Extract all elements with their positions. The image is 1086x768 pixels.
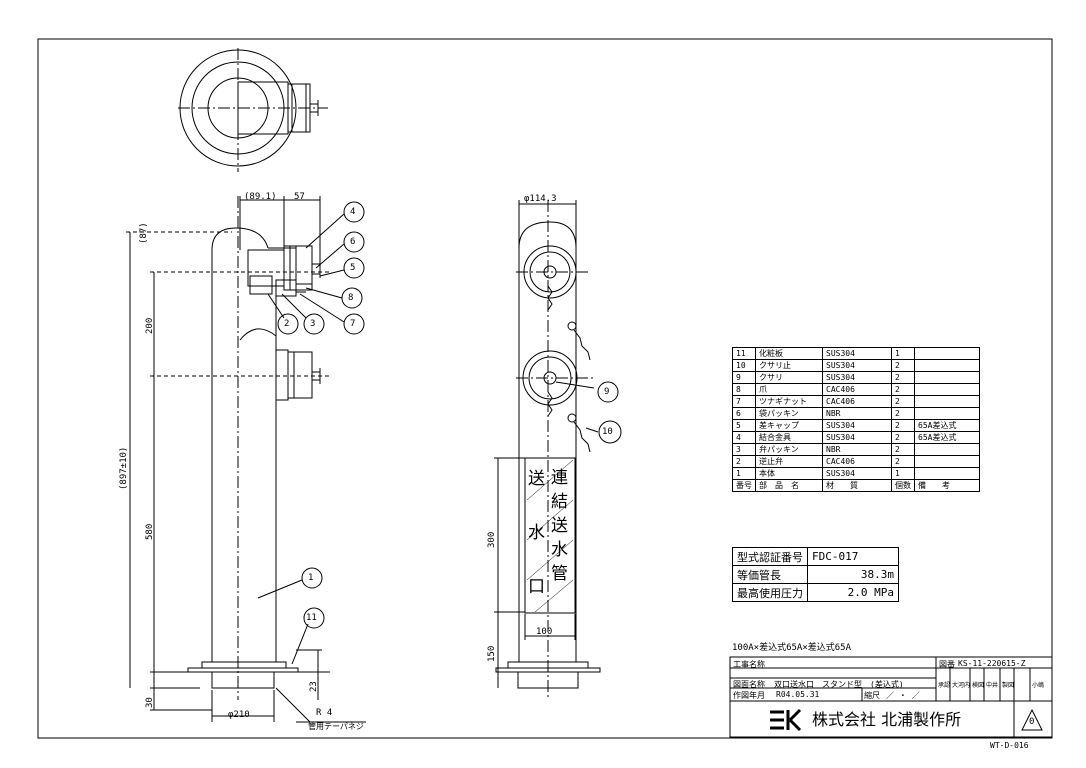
size-note: 100A×差込式65A×差込式65A [732,643,852,653]
plate-text-right: 連結 送水 管 [551,468,568,584]
dim-300: 300 [487,531,497,548]
dwg-no: KS-11-220615-Z [958,659,1026,668]
dwg-no-label: 図番 [939,660,955,669]
drawing-border [37,38,1053,739]
balloon-4: 4 [350,207,356,217]
sign-approval: 承認 [938,682,951,689]
side-view [126,196,366,723]
sign-name-2: 中井 [986,682,999,689]
plate-text-left: 送 水 口 [528,469,545,597]
company-name: 株式会社 北浦製作所 [812,710,962,729]
dim-100: 100 [536,627,553,637]
dim-87: (87) [139,222,149,244]
dim-R4: R 4 [316,708,333,718]
dim-57: 57 [294,192,305,202]
balloon-8: 8 [348,293,354,303]
balloon-11: 11 [306,613,317,623]
balloon-6: 6 [350,237,356,247]
dim-phi114: φ114.3 [524,194,557,204]
front-view [494,200,601,700]
balloon-2: 2 [284,319,290,329]
balloon-5: 5 [350,263,356,273]
top-view [178,48,328,172]
sign-name-1: 大河内 [952,682,971,689]
drawing-name: 双口送水口 スタンド型 (差込式) [774,680,904,689]
dim-200: 200 [145,317,155,334]
date-value: R04.05.31 [776,690,820,699]
balloon-7: 7 [350,319,356,329]
dim-580: 580 [145,523,155,540]
dim-89-1: (89.1) [244,192,277,202]
title-block-frame [729,656,1053,738]
sign-draw: 製図 [1002,682,1015,689]
balloon-1: 1 [308,573,314,583]
dim-phi210: φ210 [228,710,250,720]
dim-R4-note: 管用テーパネジ [308,722,364,731]
table-header-row: 番号部 品 名材 質個数備 考 [732,479,980,492]
balloons [277,201,622,629]
balloon-3: 3 [310,319,316,329]
drawing-label: 図面名称 [733,680,765,689]
scale-label: 縮尺 [864,691,880,700]
sheet-code: WT-D-016 [990,741,1029,750]
date-label: 作図年月 [733,691,765,700]
balloon-9: 9 [604,387,610,397]
sign-name-3: 小嶋 [1032,682,1045,689]
revision-mark: 0 [1029,717,1035,727]
dim-897: (897±10) [119,446,129,490]
company-logo-icon [770,708,802,732]
balloon-10: 10 [602,427,613,437]
scale-value: ／ ・ ／ [886,691,920,700]
sign-check: 検図 [972,682,985,689]
dim-23: 23 [309,681,319,692]
project-label: 工事名称 [733,660,765,669]
dim-150: 150 [487,645,497,662]
dim-30: 30 [145,697,155,708]
